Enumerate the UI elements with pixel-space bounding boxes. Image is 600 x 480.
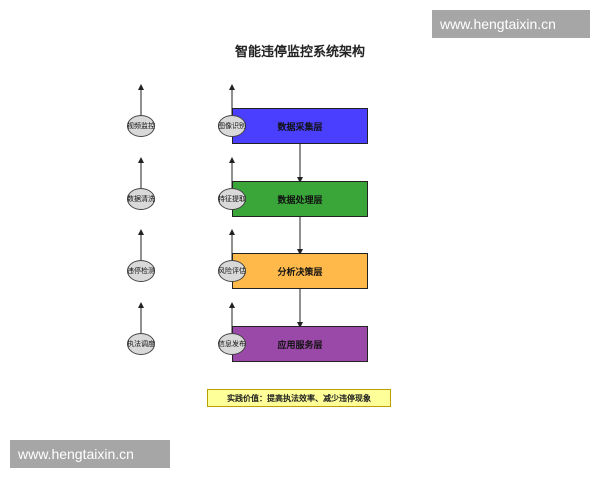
node-risk-assessment: 风险评估 [218, 260, 246, 282]
node-image-recognition: 图像识别 [218, 115, 246, 137]
node-label: 违停检测 [127, 267, 155, 275]
node-label: 风险评估 [218, 267, 246, 275]
node-enforcement-dispatch: 执法调度 [127, 333, 155, 355]
layer-data-collection: 数据采集层 [232, 108, 368, 144]
layer-application-service: 应用服务层 [232, 326, 368, 362]
layer-analysis-decision: 分析决策层 [232, 253, 368, 289]
watermark-top: www.hengtaixin.cn [432, 10, 590, 38]
practical-value-box: 实践价值：提高执法效率、减少违停现象 [207, 389, 391, 407]
node-label: 执法调度 [127, 340, 155, 348]
watermark-bottom: www.hengtaixin.cn [10, 440, 170, 468]
layer-data-processing: 数据处理层 [232, 181, 368, 217]
diagram-title: 智能违停监控系统架构 [234, 45, 365, 60]
node-data-cleaning: 数据清洗 [127, 188, 155, 210]
node-label: 数据清洗 [127, 195, 155, 203]
node-info-release: 信息发布 [218, 333, 246, 355]
node-violation-detection: 违停检测 [127, 260, 155, 282]
node-label: 特征提取 [218, 195, 246, 203]
node-label: 图像识别 [218, 122, 246, 130]
node-video-monitoring: 视频监控 [127, 115, 155, 137]
node-label: 视频监控 [127, 122, 155, 130]
node-feature-extraction: 特征提取 [218, 188, 246, 210]
node-label: 信息发布 [218, 340, 246, 348]
